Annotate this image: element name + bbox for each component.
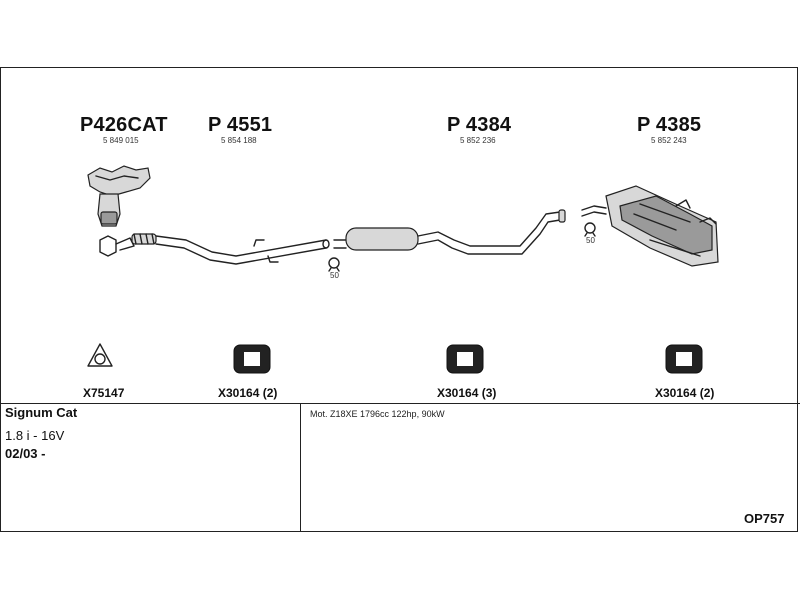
part-code: P 4384 <box>447 114 512 136</box>
rubber-hanger-icon <box>233 344 271 374</box>
front-pipe-drawing <box>131 233 330 265</box>
part-number: 5 849 015 <box>103 136 139 145</box>
clamp-icon <box>328 257 340 272</box>
part-number: 5 852 236 <box>460 136 496 145</box>
clamp-icon <box>584 222 596 237</box>
clamp-label: 50 <box>330 271 339 280</box>
rear-muffler-drawing <box>581 185 719 267</box>
divider-vertical <box>300 403 301 532</box>
vehicle-date: 02/03 - <box>5 446 46 461</box>
vehicle-model: Signum Cat <box>5 405 78 420</box>
diagram-frame <box>0 67 798 532</box>
gasket-icon <box>87 343 113 367</box>
rubber-hanger-icon <box>446 344 484 374</box>
part-code: P 4551 <box>208 114 273 136</box>
center-muffler-drawing <box>333 209 566 255</box>
part-code: P 4385 <box>637 114 702 136</box>
fitting-code: X30164 (3) <box>437 386 497 400</box>
part-code: P426CAT <box>80 114 168 136</box>
rubber-hanger-icon <box>665 344 703 374</box>
part-number: 5 852 243 <box>651 136 687 145</box>
fitting-code: X30164 (2) <box>218 386 278 400</box>
engine-notes: Mot. Z18XE 1796cc 122hp, 90kW <box>310 409 445 419</box>
sheet-code: OP757 <box>744 511 785 526</box>
vehicle-engine: 1.8 i - 16V <box>5 428 65 443</box>
catalytic-converter-drawing <box>87 165 151 257</box>
part-number: 5 854 188 <box>221 136 257 145</box>
divider-horizontal <box>0 403 800 404</box>
fitting-code: X30164 (2) <box>655 386 715 400</box>
fitting-code: X75147 <box>83 386 125 400</box>
clamp-label: 50 <box>586 236 595 245</box>
